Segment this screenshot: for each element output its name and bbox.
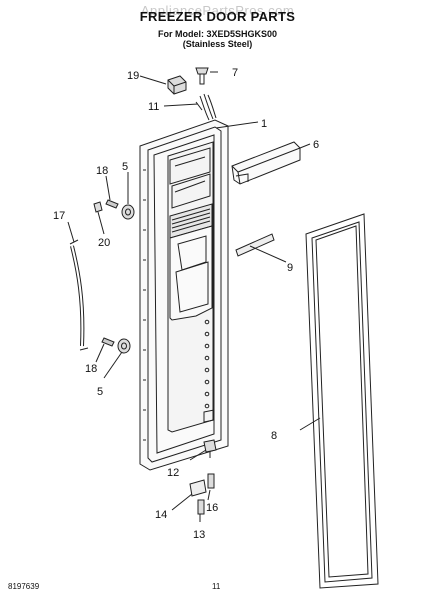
diagram-title: FREEZER DOOR PARTS (139, 9, 296, 24)
callout-labels: 19 7 11 1 6 5 18 17 20 9 18 5 8 12 16 14… (53, 67, 319, 541)
upper-handle-mount (93, 199, 135, 220)
callout-1: 1 (261, 118, 267, 130)
bottom-hinge-parts (189, 439, 217, 515)
callout-9: 9 (287, 262, 293, 274)
callout-5-lower: 5 (97, 386, 103, 398)
callout-11: 11 (148, 101, 159, 113)
callout-18-upper: 18 (96, 165, 108, 177)
callout-13: 13 (193, 529, 205, 541)
callout-12: 12 (167, 467, 179, 479)
watermark: AppliancePartsPros.com (140, 3, 295, 18)
top-screw (195, 67, 209, 85)
callout-7: 7 (232, 67, 238, 79)
leader-lines (67, 71, 321, 522)
callout-20: 20 (98, 237, 110, 249)
lower-handle-mount (101, 337, 131, 354)
door-bin (231, 141, 301, 185)
door-handle (69, 239, 89, 351)
document-number: 8197639 (8, 582, 40, 591)
callout-16: 16 (206, 502, 218, 514)
callout-8: 8 (271, 430, 277, 442)
callout-17: 17 (53, 210, 65, 222)
callout-6: 6 (313, 139, 319, 151)
model-line: For Model: 3XED5SHGKS00 (157, 29, 278, 39)
page-number: 11 (212, 582, 221, 591)
callout-14: 14 (155, 509, 167, 521)
finish-line: (Stainless Steel) (182, 39, 253, 49)
callout-5-upper: 5 (122, 161, 128, 173)
callout-18-lower: 18 (85, 363, 97, 375)
door-gasket (305, 213, 379, 589)
door-panel (139, 119, 229, 471)
callout-19: 19 (127, 70, 139, 82)
dispenser-trim (235, 233, 275, 257)
wire-connector (167, 75, 187, 95)
wire-harness (195, 93, 217, 121)
